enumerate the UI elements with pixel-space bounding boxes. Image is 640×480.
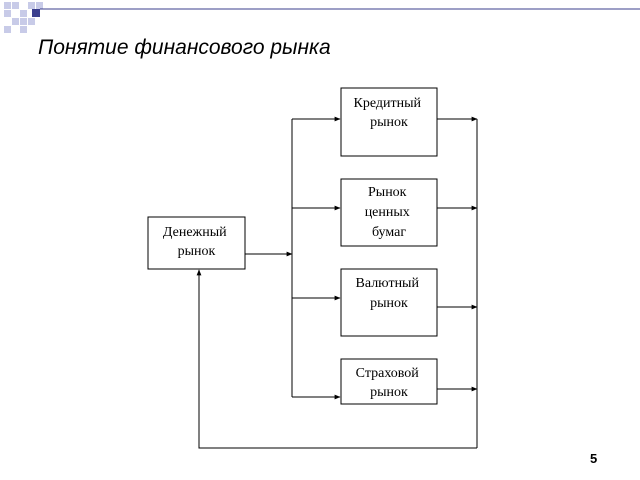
decorative-checker-pattern (4, 2, 640, 33)
box-credit-market: Кредитный рынок (340, 87, 438, 157)
box-insurance-market: Страховой рынок (340, 358, 438, 405)
checker-square (12, 2, 19, 9)
box-securities-market-line-1: Рынок (368, 185, 407, 200)
return-arrow-to-money (196, 269, 477, 449)
checker-square (4, 10, 11, 17)
box-currency-market-line-2: рынок (370, 296, 408, 311)
box-securities-market-line-2: ценных (365, 205, 410, 220)
box-securities-market-line-3: бумаг (372, 225, 406, 240)
page-number: 5 (590, 451, 598, 466)
checker-square (28, 2, 35, 9)
checker-square (12, 18, 19, 25)
box-securities-market: Рынок ценных бумаг (340, 178, 438, 247)
svg-text:Кредитный рынок: Кредитный рынок (354, 96, 425, 130)
slide-title: Понятие финансового рынка (38, 36, 331, 59)
checker-square (20, 10, 27, 17)
svg-text:Денежный рынок: Денежный рынок (163, 225, 230, 259)
checker-square (20, 18, 27, 25)
box-currency-market: Валютный рынок (340, 268, 438, 337)
svg-text:Страховой рынок: Страховой рынок (356, 366, 423, 400)
box-money-market: Денежный рынок (147, 216, 246, 270)
checker-accent-bar (32, 9, 40, 17)
box-insurance-market-line-2: рынок (370, 385, 408, 400)
checker-square (36, 2, 43, 9)
box-insurance-market-line-1: Страховой (356, 366, 420, 381)
box-credit-market-line-1: Кредитный (354, 96, 422, 111)
checker-square (20, 26, 27, 33)
box-money-market-line-1: Денежный (163, 225, 227, 240)
checker-square (28, 18, 35, 25)
box-money-market-line-2: рынок (178, 244, 216, 259)
connector-lines (196, 116, 478, 449)
box-credit-market-line-2: рынок (370, 115, 408, 130)
svg-text:Рынок ценных бумаг: Рынок ценных бумаг (365, 185, 414, 240)
box-currency-market-line-1: Валютный (356, 276, 420, 291)
checker-square (4, 26, 11, 33)
checker-square (4, 2, 11, 9)
svg-text:Валютный рынок: Валютный рынок (356, 276, 423, 311)
